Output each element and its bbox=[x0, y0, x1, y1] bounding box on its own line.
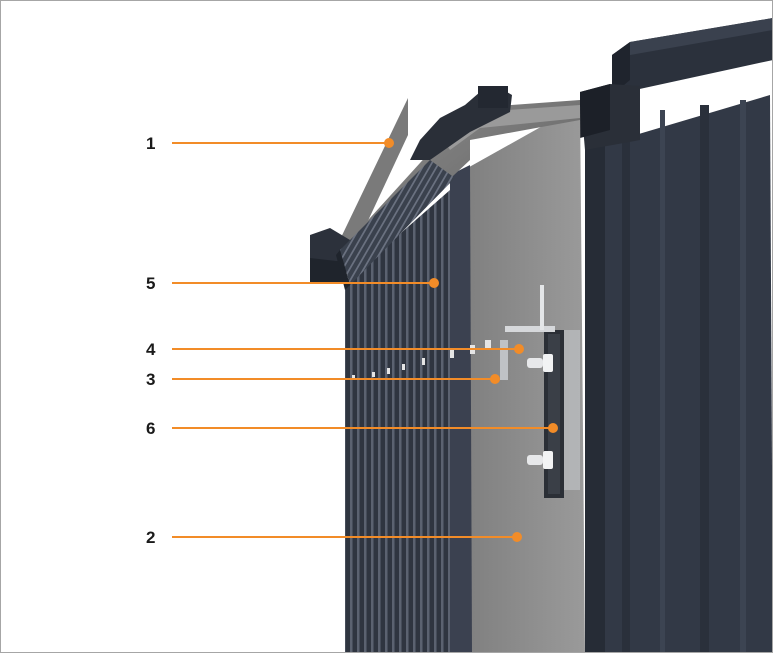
callout-4: 4 bbox=[146, 340, 524, 359]
callout-label: 6 bbox=[146, 419, 155, 438]
fixing-bracket bbox=[352, 285, 580, 498]
leader-dot bbox=[429, 278, 439, 288]
bolt bbox=[527, 354, 553, 372]
leader-dot bbox=[512, 532, 522, 542]
wall-panel bbox=[450, 105, 585, 652]
callout-label: 3 bbox=[146, 370, 155, 389]
leader-dot bbox=[384, 138, 394, 148]
callout-1: 1 bbox=[146, 134, 394, 153]
callout-label: 5 bbox=[146, 274, 155, 293]
bolt bbox=[527, 451, 553, 469]
cladding-block bbox=[580, 18, 772, 652]
leader-dot bbox=[514, 344, 524, 354]
callout-label: 2 bbox=[146, 528, 155, 547]
callout-label: 4 bbox=[146, 340, 156, 359]
callout-5: 5 bbox=[146, 274, 439, 293]
callout-label: 1 bbox=[146, 134, 155, 153]
leader-dot bbox=[548, 423, 558, 433]
callout-group: 1 5 4 3 6 2 bbox=[146, 134, 558, 547]
callout-3: 3 bbox=[146, 370, 500, 389]
leader-dot bbox=[490, 374, 500, 384]
callout-6: 6 bbox=[146, 419, 558, 438]
callout-2: 2 bbox=[146, 528, 522, 547]
